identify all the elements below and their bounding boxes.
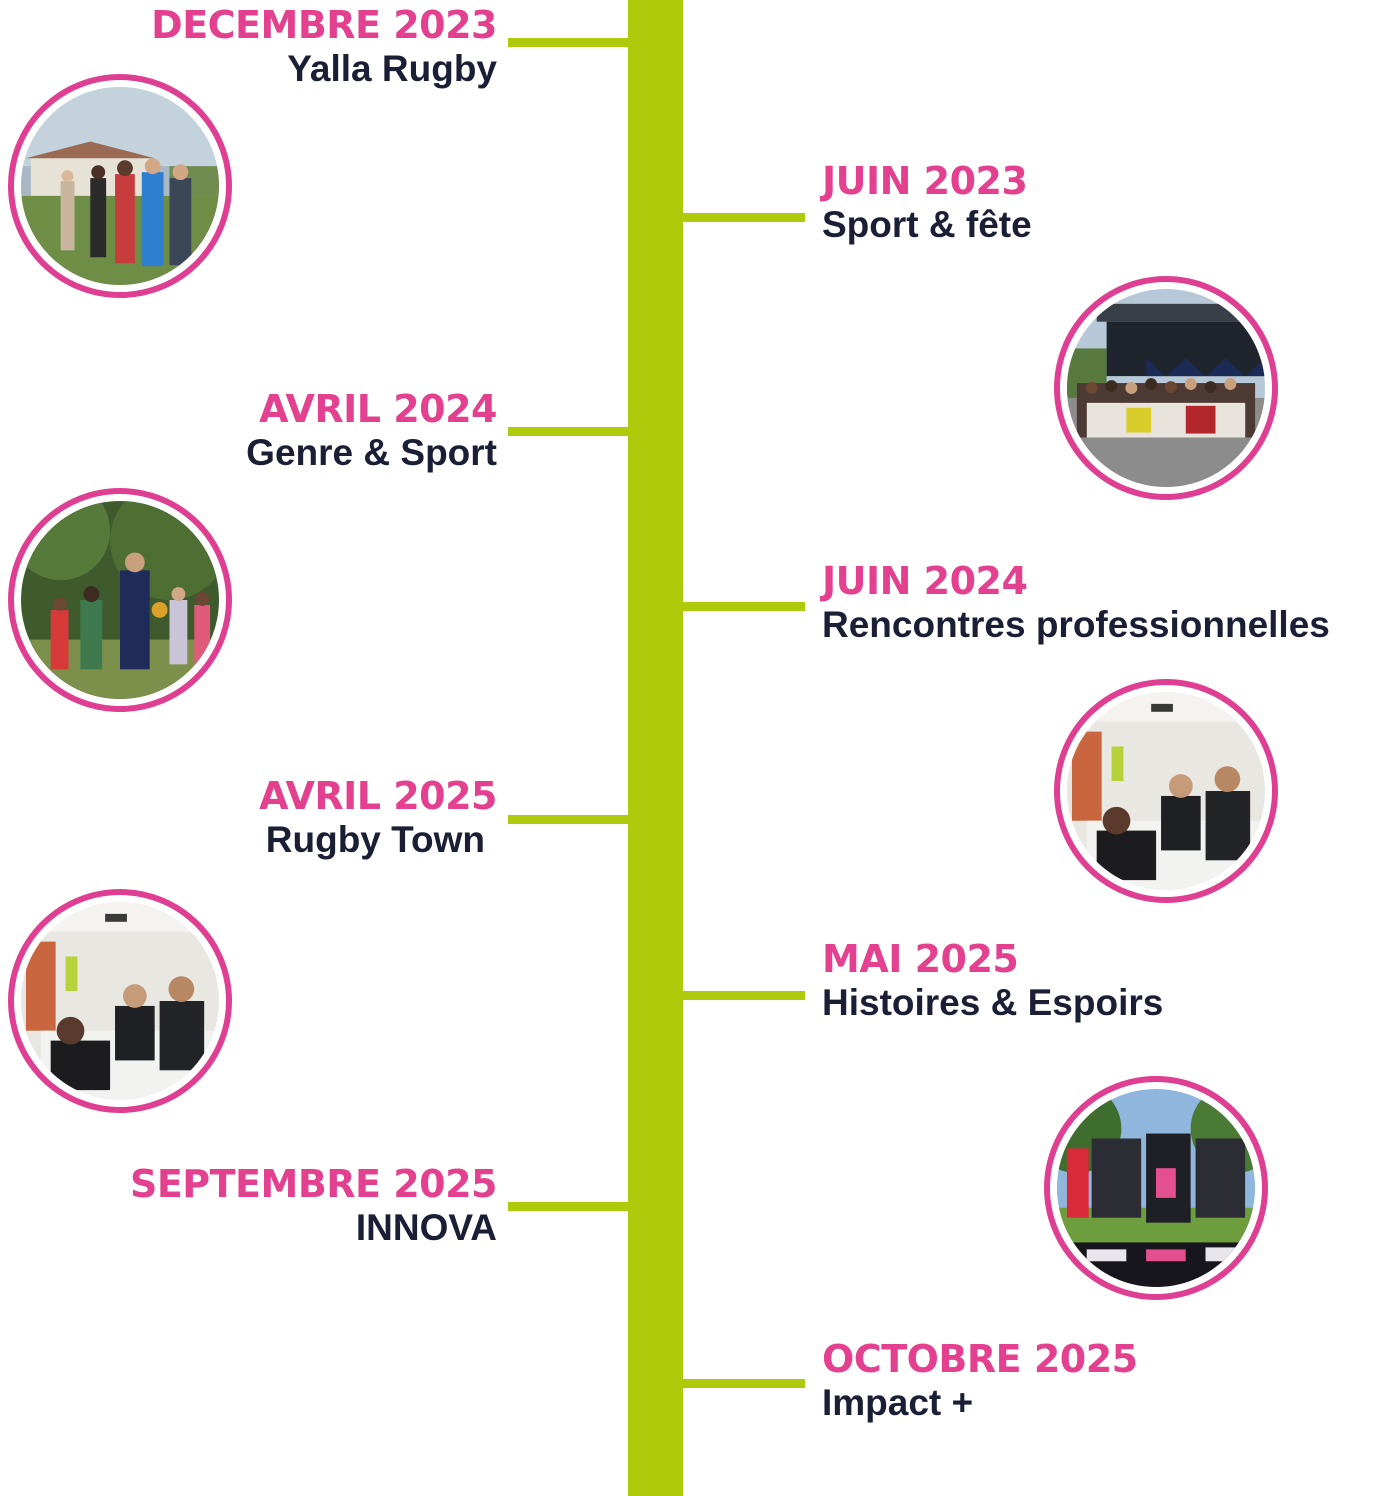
connector-avril-2024 xyxy=(508,427,630,436)
event-title: Rugby Town xyxy=(265,819,485,860)
event-date: AVRIL 2024 xyxy=(259,387,497,431)
stage-group-photo xyxy=(1067,289,1265,487)
connector-octobre-2025 xyxy=(683,1379,805,1388)
event-date: DECEMBRE 2023 xyxy=(151,3,497,47)
event-title: Sport & fête xyxy=(822,204,1032,245)
outdoor-children-activity-photo xyxy=(21,501,219,699)
event-date: SEPTEMBRE 2025 xyxy=(129,1162,498,1206)
photo-rugby-field-group xyxy=(8,74,232,298)
event-title: Genre & Sport xyxy=(246,432,497,473)
event-title: Rencontres professionnelles xyxy=(822,604,1330,645)
photo-outdoor-children-activity xyxy=(8,488,232,712)
rugby-field-group-photo xyxy=(21,87,219,285)
event-avril-2025: AVRIL 2025 Rugby Town xyxy=(259,777,497,860)
event-title: Yalla Rugby xyxy=(287,48,497,89)
outdoor-exhibition-photo xyxy=(1057,1089,1255,1287)
connector-juin-2023 xyxy=(683,213,805,222)
event-decembre-2023: DECEMBRE 2023 Yalla Rugby xyxy=(151,6,497,87)
event-juin-2023: JUIN 2023 Sport & fête xyxy=(822,162,1032,243)
event-date: JUIN 2023 xyxy=(822,159,1028,203)
event-title: Impact + xyxy=(822,1382,974,1423)
connector-septembre-2025 xyxy=(508,1202,630,1211)
photo-classroom-meeting xyxy=(1054,679,1278,903)
photo-stage-group xyxy=(1054,276,1278,500)
event-octobre-2025: OCTOBRE 2025 Impact + xyxy=(822,1340,1138,1421)
event-juin-2024: JUIN 2024 Rencontres professionnelles xyxy=(822,562,1330,643)
event-title: Histoires & Espoirs xyxy=(822,982,1164,1023)
classroom-meeting-photo xyxy=(21,902,219,1100)
connector-avril-2025 xyxy=(508,815,630,824)
event-date: MAI 2025 xyxy=(822,937,1019,981)
photo-classroom-meeting-2 xyxy=(8,889,232,1113)
event-date: OCTOBRE 2025 xyxy=(822,1337,1138,1381)
event-title: INNOVA xyxy=(355,1207,497,1248)
event-avril-2024: AVRIL 2024 Genre & Sport xyxy=(246,390,497,471)
timeline-spine xyxy=(628,0,683,1496)
event-septembre-2025: SEPTEMBRE 2025 INNOVA xyxy=(129,1162,498,1248)
connector-mai-2025 xyxy=(683,991,805,1000)
event-date: AVRIL 2025 xyxy=(259,774,497,818)
photo-outdoor-exhibition xyxy=(1044,1076,1268,1300)
connector-juin-2024 xyxy=(683,602,805,611)
event-date: JUIN 2024 xyxy=(822,559,1028,603)
event-mai-2025: MAI 2025 Histoires & Espoirs xyxy=(822,940,1163,1021)
connector-decembre-2023 xyxy=(508,38,630,47)
classroom-meeting-photo xyxy=(1067,692,1265,890)
